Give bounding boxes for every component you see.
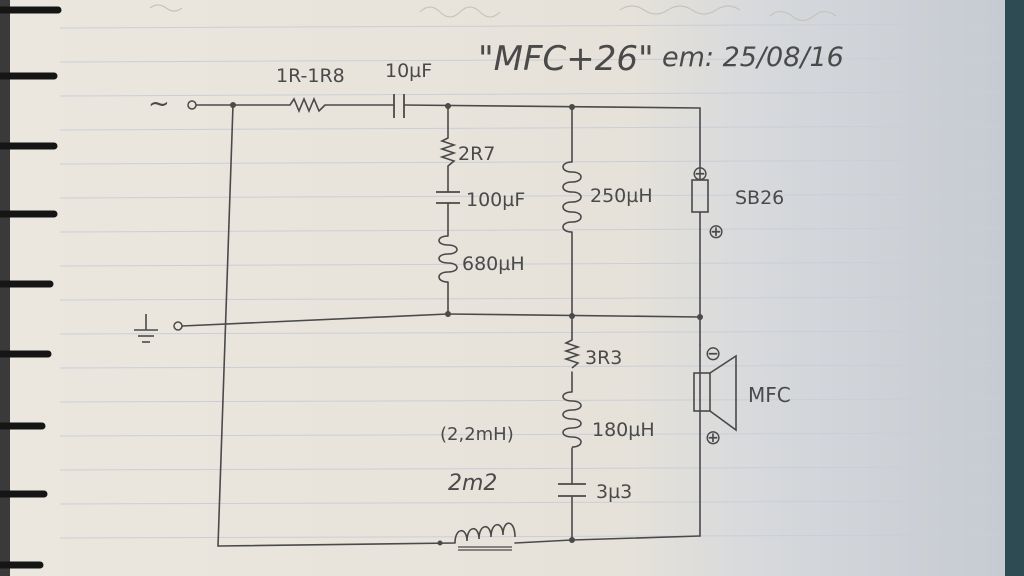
paper-sheet <box>10 0 1005 576</box>
ground-terminal <box>134 314 183 343</box>
mid-resistor-label: 3R3 <box>585 347 622 369</box>
mid-inductor-label: 180µH <box>592 419 655 441</box>
mid-capacitor-symbol <box>558 483 586 497</box>
schematic-date: em: 25/08/16 <box>662 42 844 73</box>
ruled-lines <box>59 23 1001 539</box>
bottom-inductor-symbol <box>454 522 516 544</box>
spiral-binding <box>0 6 62 569</box>
ground-icon <box>134 314 158 343</box>
speaker-icon <box>693 372 711 412</box>
tweeter-minus: ⊖ <box>692 161 709 185</box>
mid-capacitor-label: 3µ3 <box>596 481 632 503</box>
tweeter-driver: ⊖ ⊕ SB26 <box>691 161 784 243</box>
mid-inductor-symbol <box>562 391 582 448</box>
shunt-inductor-symbol <box>562 161 582 233</box>
bottom-inductor-label: 2m2 <box>448 471 497 496</box>
bottom-inductor-core <box>458 546 512 551</box>
series-capacitor-label: 10µF <box>385 60 432 82</box>
junction-dots <box>230 102 703 546</box>
midrange-driver: ⊖ ⊕ MFC <box>693 341 791 449</box>
midrange-plus: ⊕ <box>705 425 722 449</box>
shunt-inductor-label: 250µH <box>590 185 653 207</box>
input-terminal: ~ <box>148 89 197 119</box>
midrange-label: MFC <box>748 383 791 407</box>
series-resistor-symbol <box>289 96 326 114</box>
schematic-title: "MFC+26" <box>478 39 654 79</box>
tweeter-symbol <box>691 179 709 213</box>
bottom-inductor-note: (2,2mH) <box>440 424 514 445</box>
top-scribbles <box>149 4 837 22</box>
trap-resistor-label: 2R7 <box>458 143 495 165</box>
trap-capacitor-symbol <box>436 191 460 204</box>
series-capacitor-symbol <box>393 94 405 118</box>
trap-capacitor-label: 100µF <box>466 189 525 211</box>
page-edge <box>1005 0 1024 576</box>
series-resistor-label: 1R-1R8 <box>276 65 345 87</box>
tweeter-plus: ⊕ <box>708 219 725 243</box>
mid-resistor-symbol <box>563 339 581 369</box>
tweeter-label: SB26 <box>735 187 784 209</box>
midrange-minus: ⊖ <box>705 341 722 365</box>
trap-resistor-symbol <box>439 137 457 167</box>
trap-inductor-label: 680µH <box>462 253 525 275</box>
wires <box>181 104 701 547</box>
trap-inductor-symbol <box>438 235 458 283</box>
input-symbol: ~ <box>148 89 170 119</box>
